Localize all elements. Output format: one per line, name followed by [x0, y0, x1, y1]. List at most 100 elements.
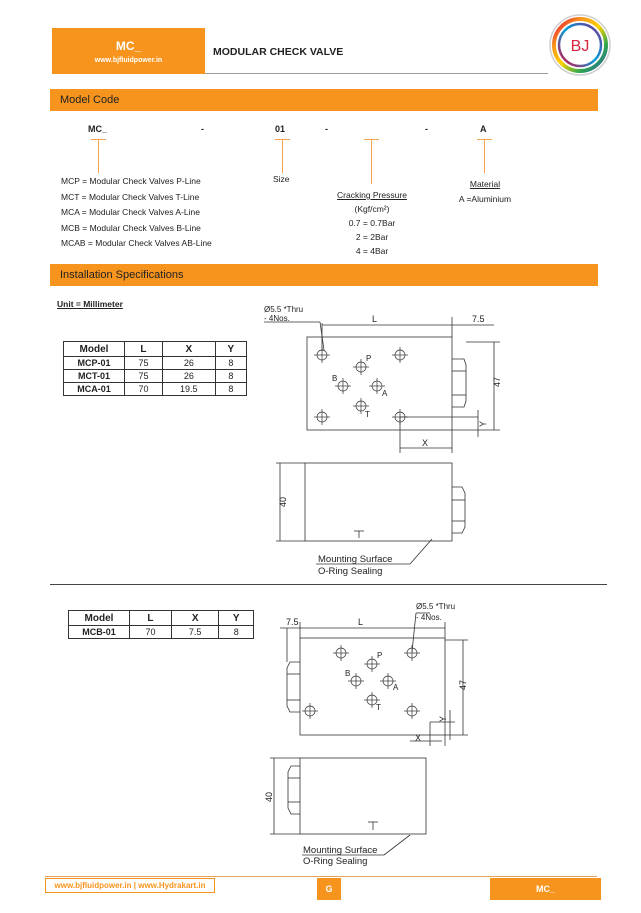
col-l: L [129, 610, 172, 626]
svg-text:A: A [382, 389, 388, 398]
svg-text:Ø5.5 *Thru: Ø5.5 *Thru [416, 602, 455, 611]
svg-text:Y: Y [478, 421, 488, 427]
material-block: Material A =Aluminium [440, 177, 530, 207]
cell: 8 [218, 625, 254, 639]
svg-text:7.5: 7.5 [286, 617, 299, 627]
cell: 26 [161, 369, 216, 383]
code-part-dash-2: - [325, 124, 328, 134]
cell: 8 [214, 382, 248, 396]
cell: MCT-01 [63, 369, 125, 383]
type-mct: MCT = Modular Check Valves T-Line [61, 191, 200, 202]
table-row: MCP-01 75 26 8 [63, 356, 248, 370]
col-l: L [124, 341, 163, 357]
svg-text:B: B [345, 669, 350, 678]
code-part-dash-1: - [201, 124, 204, 134]
code-tick-material [477, 139, 492, 173]
svg-text:T: T [365, 410, 370, 419]
cracking-option-07: 0.7 = 0.7Bar [348, 218, 396, 228]
svg-text:L: L [358, 617, 363, 627]
code-part-series: MC_ [88, 124, 108, 134]
drawing-top: Ø5.5 *Thru - 4Nos. L 7.5 P B A T X 47 Y … [264, 305, 502, 577]
svg-text:T: T [376, 703, 381, 712]
code-part-material: A [480, 124, 487, 134]
col-model: Model [68, 610, 130, 626]
svg-text:B: B [332, 374, 337, 383]
cell: 75 [124, 356, 163, 370]
code-tick-size [275, 139, 290, 173]
cell: 70 [129, 625, 172, 639]
material-option: A =Aluminium [458, 194, 512, 204]
spec-table-2: Model L X Y MCB-01 70 7.5 8 [68, 610, 254, 639]
cracking-title: Cracking Pressure [337, 190, 407, 200]
header-code: MC_ [115, 39, 142, 53]
svg-text:X: X [422, 438, 428, 448]
col-model: Model [63, 341, 125, 357]
col-x: X [161, 341, 216, 357]
header-divider [205, 73, 548, 74]
svg-text:40: 40 [264, 792, 274, 802]
cell: MCA-01 [63, 382, 125, 396]
footer-website[interactable]: www.bjfluidpower.in | www.Hydrakart.in [45, 878, 215, 893]
type-list: MCP = Modular Check Valves P-Line MCT = … [61, 174, 212, 252]
bj-logo: BJ [549, 14, 611, 76]
footer-code: MC_ [490, 878, 601, 900]
section-divider [50, 584, 607, 585]
type-mcb: MCB = Modular Check Valves B-Line [61, 222, 201, 233]
cell: 7.5 [170, 625, 220, 639]
table-header-row: Model L X Y [68, 610, 254, 626]
hex-fitting-side-2 [287, 765, 300, 815]
model-code-band: Model Code [50, 89, 598, 111]
table-row: MCA-01 70 19.5 8 [63, 382, 248, 396]
svg-text:7.5: 7.5 [472, 314, 485, 324]
svg-text:Mounting Surface: Mounting Surface [318, 554, 392, 565]
table-row: MCT-01 75 26 8 [63, 369, 248, 383]
code-tick-series [91, 139, 106, 173]
cell: MCP-01 [63, 356, 125, 370]
svg-text:40: 40 [278, 497, 288, 507]
hex-fitting-side [452, 486, 466, 534]
cell: 19.5 [161, 382, 216, 396]
valve-body-top [306, 336, 453, 431]
svg-text:P: P [377, 651, 382, 660]
svg-text:Y: Y [438, 716, 448, 722]
svg-text:A: A [393, 683, 399, 692]
drawing-bottom: Ø5.5 *Thru - 4Nos. 7.5 L P B A T X 47 Y … [264, 602, 468, 867]
header-website: www.bjfluidpower.in [94, 57, 163, 64]
svg-text:47: 47 [458, 680, 468, 690]
spec-table-1: Model L X Y MCP-01 75 26 8 MCT-01 75 26 … [63, 341, 248, 396]
svg-text:O-Ring Sealing: O-Ring Sealing [318, 566, 382, 577]
valve-body-top-2 [299, 637, 446, 736]
unit-label: Unit = Millimeter [57, 299, 123, 309]
cracking-option-2: 2 = 2Bar [355, 232, 389, 242]
svg-text:- 4Nos.: - 4Nos. [416, 613, 442, 622]
svg-text:L: L [372, 314, 377, 324]
svg-text:47: 47 [492, 377, 502, 387]
svg-text:Mounting Surface: Mounting Surface [303, 845, 377, 856]
model-code-heading: Model Code [60, 94, 120, 106]
cell: 8 [214, 356, 248, 370]
cell: 8 [214, 369, 248, 383]
code-part-size: 01 [275, 124, 286, 134]
type-mca: MCA = Modular Check Valves A-Line [61, 207, 200, 217]
size-label: Size [273, 174, 290, 184]
footer-divider [45, 876, 597, 877]
valve-body-side [304, 462, 453, 542]
hex-fitting-right [452, 358, 467, 408]
svg-text:X: X [415, 733, 421, 743]
installation-heading: Installation Specifications [60, 269, 184, 281]
cell: 26 [161, 356, 216, 370]
svg-text:O-Ring Sealing: O-Ring Sealing [303, 856, 367, 867]
table-header-row: Model L X Y [63, 341, 248, 357]
page-title: MODULAR CHECK VALVE [213, 46, 344, 58]
header-code-box: MC_ www.bjfluidpower.in [52, 28, 205, 74]
col-x: X [170, 610, 220, 626]
code-part-dash-3: - [425, 124, 428, 134]
type-mcp: MCP = Modular Check Valves P-Line [61, 176, 201, 186]
type-mcab: MCAB = Modular Check Valves AB-Line [61, 238, 212, 248]
svg-text:P: P [366, 354, 371, 363]
hex-fitting-left [286, 661, 300, 713]
cell: 70 [124, 382, 163, 396]
cell: MCB-01 [68, 625, 130, 639]
installation-band: Installation Specifications [50, 264, 598, 286]
table-row: MCB-01 70 7.5 8 [68, 625, 254, 639]
